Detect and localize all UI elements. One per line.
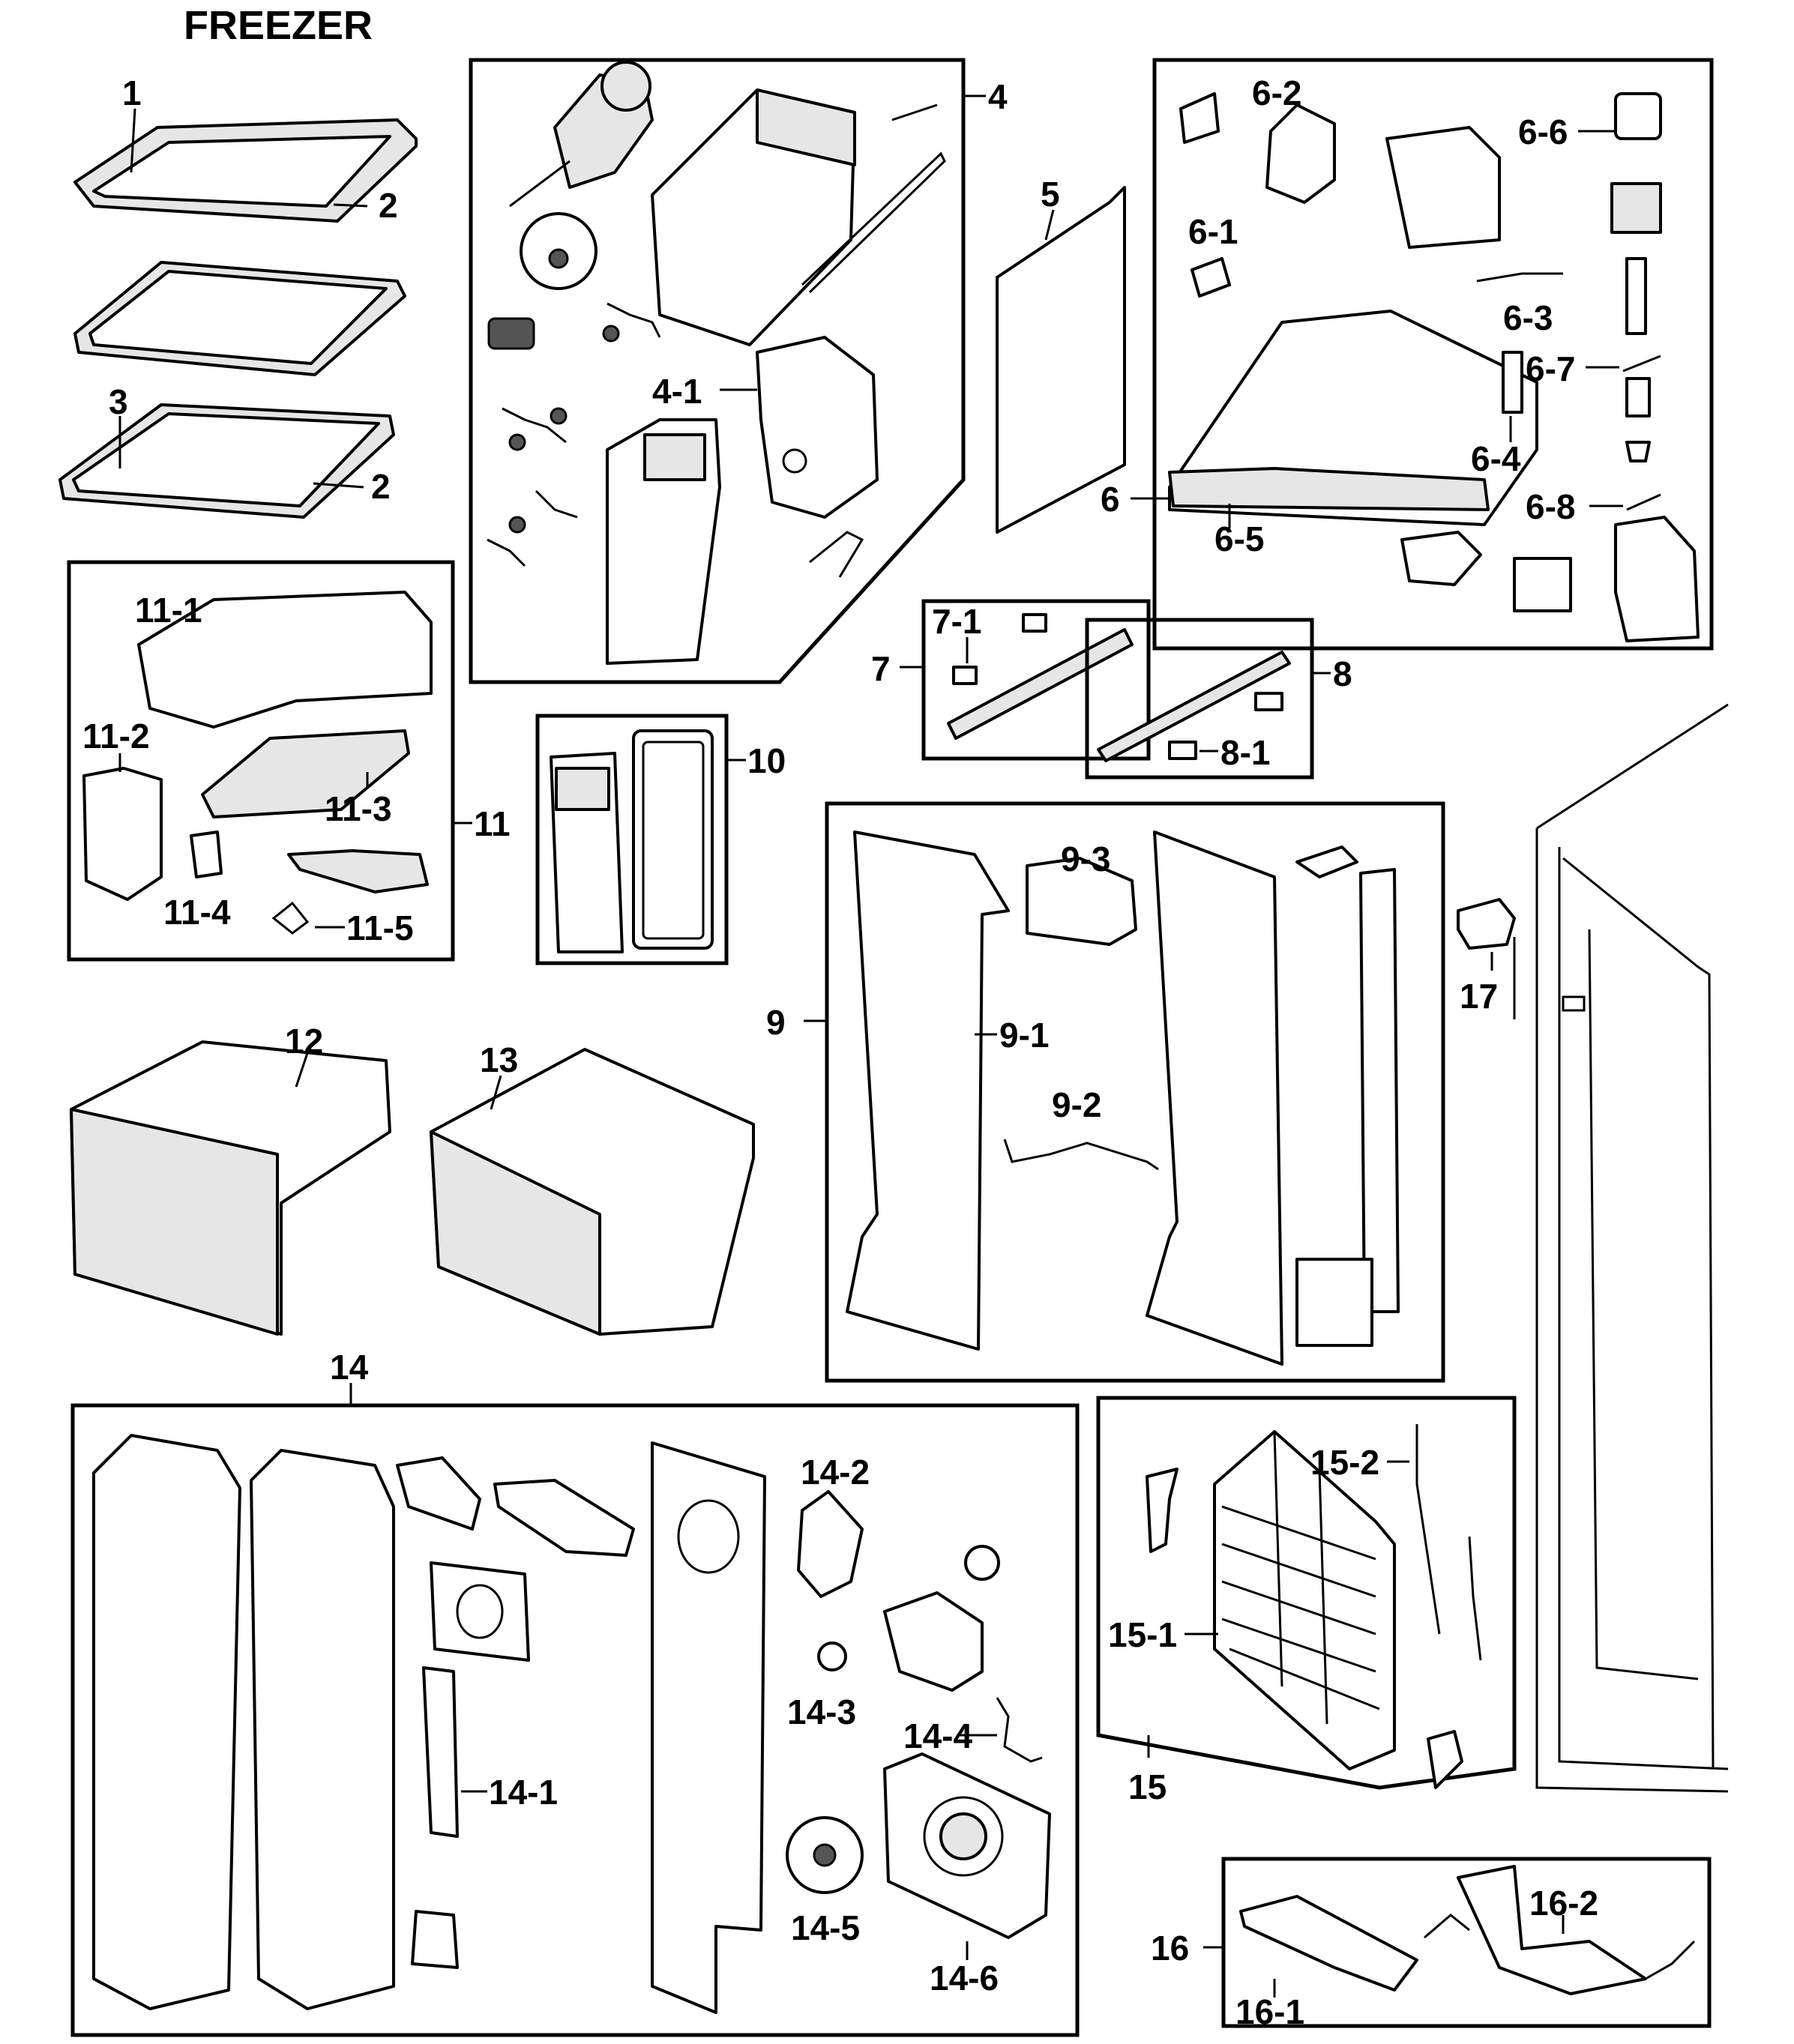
group-11-ice-maker-kit: 11 11-1 11-2 11-3 11-4 11-5 [67,560,511,962]
bin-13: 13 [430,1040,755,1336]
callout-15: 15 [1128,1767,1167,1806]
shelf-1 [73,118,418,223]
callout-11: 11 [474,804,511,843]
callout-14-6: 14-6 [930,1959,999,1998]
callout-16-1: 16-1 [1235,1992,1304,2031]
callout-6-3: 6-3 [1503,298,1553,337]
callout-14-3: 14-3 [787,1692,856,1731]
callout-10: 10 [747,741,786,780]
callout-5: 5 [1041,175,1060,214]
callout-11-4: 11-4 [163,893,231,932]
callout-6-6: 6-6 [1518,112,1568,151]
callout-6-2: 6-2 [1252,73,1301,112]
callout-4-1: 4-1 [652,372,702,411]
callout-6: 6 [1101,480,1120,519]
callout-6-4: 6-4 [1471,439,1521,478]
callout-11-3: 11-3 [325,789,392,828]
callout-9-3: 9-3 [1061,839,1110,878]
callout-17: 17 [1460,977,1498,1016]
group-8-rail: 8 8-1 [1085,618,1352,780]
callout-6-8: 6-8 [1526,487,1575,526]
callout-6-5: 6-5 [1214,519,1264,558]
callout-7: 7 [871,649,891,688]
callout-9: 9 [766,1003,786,1042]
callout-2a: 2 [379,186,398,225]
freezer-cabinet-outline [1513,703,1729,1793]
callout-11-2: 11-2 [82,717,150,756]
callout-15-2: 15-2 [1310,1443,1379,1482]
bin-12: 12 [70,1022,391,1336]
callout-9-2: 9-2 [1052,1085,1101,1124]
callout-11-5: 11-5 [346,908,414,947]
callout-6-7: 6-7 [1526,349,1575,388]
callout-13: 13 [480,1040,518,1079]
part-5-back-plate: 5 [996,175,1126,534]
callout-4: 4 [988,77,1008,116]
callout-2b: 2 [371,467,391,506]
callout-15-1: 15-1 [1108,1615,1177,1654]
callout-14-2: 14-2 [801,1453,870,1492]
callout-11-1: 11-1 [135,591,202,630]
callout-8-1: 8-1 [1220,733,1270,772]
callout-14-5: 14-5 [791,1908,860,1947]
callout-14: 14 [330,1348,369,1387]
group-14-evaporator-cover: 14 14-1 14-2 14-3 14-4 14-5 [70,1348,1080,2037]
callout-12: 12 [285,1022,323,1061]
callout-1: 1 [122,73,142,112]
callout-16: 16 [1151,1929,1189,1968]
callout-7-1: 7-1 [932,602,981,641]
callout-3: 3 [109,382,128,421]
shelf-2 [73,261,406,376]
callout-8: 8 [1333,654,1352,693]
group-6-ice-maker: 6 6-1 6-2 6-5 6-6 6-3 6-7 6-4 6-8 [1101,58,1714,651]
callout-16-2: 16-2 [1529,1884,1598,1923]
group-4-ice-bucket: 4 4-1 [469,58,1008,684]
group-10-covers: 10 [535,714,786,965]
diagram-title: FREEZER [184,3,373,48]
callout-14-4: 14-4 [903,1716,972,1755]
group-7-rail: 7 7-1 [871,599,1151,761]
freezer-shelves: 1 2 3 2 [58,73,418,519]
callout-14-1: 14-1 [489,1773,558,1812]
callout-9-1: 9-1 [999,1016,1049,1055]
group-16-drain: 16 16-1 16-2 [1151,1857,1712,2031]
group-15-evaporator: 15 15-1 15-2 [1096,1396,1517,1806]
callout-6-1: 6-1 [1188,212,1238,251]
group-9-duct-assembly: 9 9-1 9-2 9-3 [766,801,1445,1383]
part-17-switch: 17 [1457,898,1516,1016]
shelf-3 [58,403,395,519]
